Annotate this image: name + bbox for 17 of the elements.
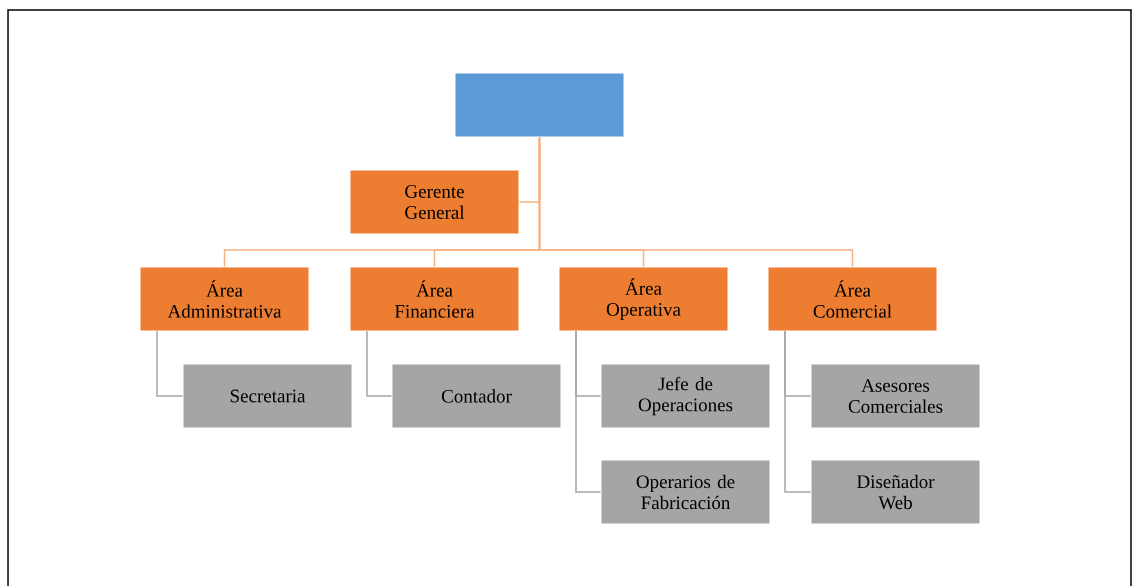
- area-box: Área Financiera: [349, 266, 520, 332]
- role-box: Contador: [391, 363, 562, 429]
- area-box: Área Administrativa: [139, 266, 310, 332]
- connector-line: [366, 330, 393, 397]
- connector-line: [156, 330, 184, 397]
- role-box: Secretaria: [182, 363, 353, 429]
- role-box: Operarios de Fabricación: [600, 459, 771, 525]
- company-box: [454, 72, 625, 138]
- connector-line: [575, 330, 602, 493]
- connector-line: [784, 330, 812, 493]
- role-box: Diseñador Web: [810, 459, 981, 525]
- role-box: Jefe de Operaciones: [600, 363, 771, 429]
- area-box: Área Comercial: [767, 266, 938, 332]
- role-box: Asesores Comerciales: [810, 363, 981, 429]
- area-box: Área Operativa: [558, 266, 729, 332]
- connector-line: [538, 136, 854, 268]
- manager-box: Gerente General: [349, 169, 520, 235]
